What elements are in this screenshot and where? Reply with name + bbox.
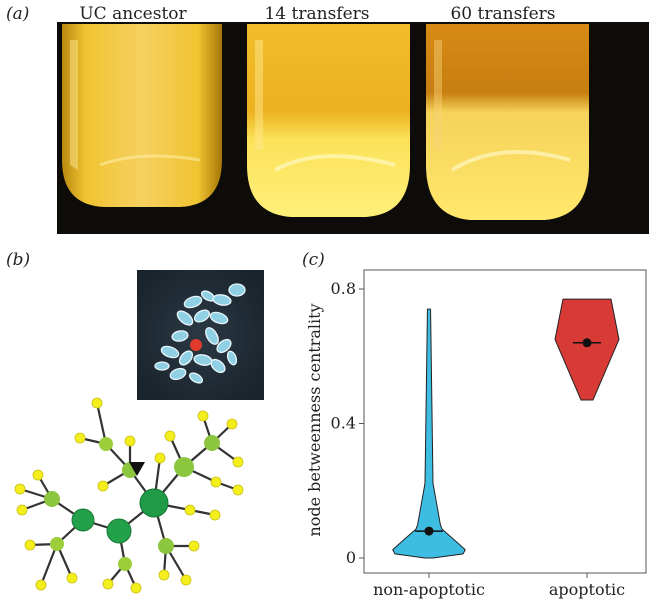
tube-label-60-transfers: 60 transfers xyxy=(450,4,556,24)
network-node-mid xyxy=(204,435,220,451)
panel-b-label: (b) xyxy=(6,250,31,270)
median-point xyxy=(582,338,592,348)
x-tick-label: apoptotic xyxy=(549,580,625,599)
network-node-hub xyxy=(106,518,132,544)
tube-60-transfers xyxy=(426,24,589,220)
network-leaf-nodes xyxy=(14,397,244,594)
plot-frame xyxy=(363,269,647,574)
tube-label-14-transfers: 14 transfers xyxy=(264,4,370,24)
network-node-hub xyxy=(71,508,95,532)
x-tick-label: non-apoptotic xyxy=(373,580,485,599)
tube-photo xyxy=(57,22,649,234)
tube-ancestor xyxy=(62,24,222,207)
tube-label-ancestor: UC ancestor xyxy=(79,4,187,24)
violin-non-apoptotic xyxy=(392,308,466,559)
network-node-mid xyxy=(118,557,132,571)
network-node-mid xyxy=(174,457,194,477)
median-point xyxy=(424,526,434,536)
violin-shapes xyxy=(392,298,620,559)
network-node-mid xyxy=(44,491,60,507)
network-node-hub xyxy=(139,488,169,518)
y-tick-label: 0 xyxy=(346,548,356,567)
y-tick-label: 0.4 xyxy=(331,414,356,433)
pointer-arrow-icon xyxy=(129,462,145,476)
tube-14-transfers xyxy=(247,24,410,217)
y-tick-label: 0.8 xyxy=(331,279,356,298)
y-axis-ticks: 0 0.4 0.8 xyxy=(331,279,364,567)
network-diagram xyxy=(14,397,244,594)
network-node-mid xyxy=(50,537,64,551)
microscopy-inset xyxy=(137,270,264,400)
y-axis-label: node betweenness centrality xyxy=(305,303,324,536)
network-node-mid xyxy=(99,437,113,451)
panel-c-label: (c) xyxy=(302,250,325,270)
apoptotic-cell xyxy=(190,339,202,351)
panel-a-label: (a) xyxy=(6,4,30,24)
violin-chart: 0 0.4 0.8 non-apoptotic apoptotic node betw… xyxy=(305,269,647,599)
network-node-mid xyxy=(158,538,174,554)
violin-apoptotic xyxy=(554,298,620,401)
x-axis-labels: non-apoptotic apoptotic xyxy=(373,573,625,599)
